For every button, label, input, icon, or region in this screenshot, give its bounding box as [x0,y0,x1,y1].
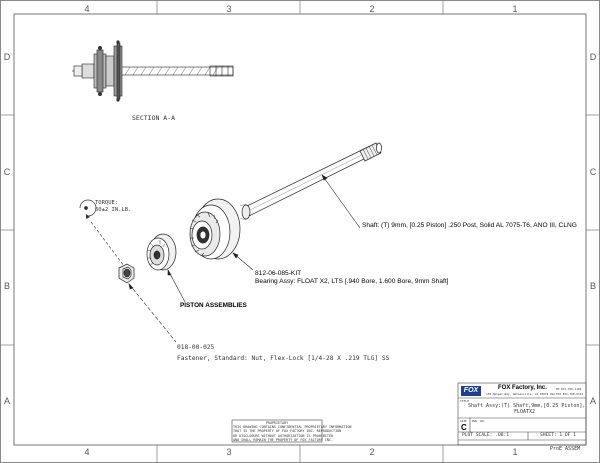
plot-scale: PLOT SCALE: .08:1 [462,433,510,438]
bearing-callout: 812-06-085-KIT Bearing Assy: FLOAT X2, L… [255,270,449,286]
proprietary-line: AND SHALL REMAIN THE PROPERTY OF FOX FAC… [233,437,334,442]
zone-row-label: C [589,167,597,177]
fox-logo: FOX [461,386,481,396]
sheet-number: SHEET: 1 OF 1 [540,433,576,438]
torque-note-title: TORQUE: [95,200,119,206]
proprietary-line: OR DISCLOSURE WITHOUT AUTHORIZATION IS P… [233,433,334,438]
zone-row-label: C [3,167,11,177]
company-fax: FAX 831-768-9312 [556,392,583,396]
zone-row-label: A [3,396,10,406]
fastener-description: Fastener, Standard: Nut, Flex-Lock [1/4-… [177,355,390,362]
drawing-number-label: DWG. NO. [472,419,486,423]
torque-note-value: 60±2 IN.LB. [95,207,132,213]
torque-note: TORQUE: 60±2 IN.LB. [95,200,131,214]
shaft-callout: Shaft: (T) 9mm, [0.25 Piston] .250 Post,… [362,222,577,229]
title-label: TITLE [460,399,470,403]
zone-row-label: B [589,281,596,291]
zone-col-label: 3 [226,447,232,457]
zone-row-label: A [589,396,596,406]
company-name: FOX Factory, Inc. [498,385,547,391]
sheet-size: C [461,423,467,432]
proprietary-notice: PROPRIETARY THIS DRAWING CONTAINS CONFID… [233,421,352,442]
fastener-part-number: 018-00-025 [177,344,215,351]
drawing-title-line: FLOATX2 [514,409,536,415]
bearing-part-number: 812-06-085-KIT [255,270,302,277]
model-type: ProE ASSEM [550,446,581,452]
zone-col-label: 2 [369,4,375,14]
title-block-frame [231,382,587,446]
zone-row-label: D [3,52,11,62]
section-label: SECTION A-A [132,114,176,122]
zone-col-label: 3 [226,4,232,14]
zone-col-label: 1 [512,447,518,457]
proprietary-line: THIS DRAWING CONTAINS CONFIDENTIAL PROPR… [233,425,352,430]
drawing-title-line: Shaft Assy:(T) Shaft,9mm,[0.25 Piston], [468,403,586,409]
company-phone: PH 831-768-1100 [556,387,582,391]
drawing-title: Shaft Assy:(T) Shaft,9mm,[0.25 Piston], … [468,403,585,415]
torque-icon [79,199,97,219]
leader-lines [90,174,361,343]
fastener-callout: 018-00-025 Fastener, Standard: Nut, Flex… [177,342,389,364]
bearing-description: Bearing Assy: FLOAT X2, LTS [.940 Bore, … [255,278,449,285]
zone-row-label: B [3,281,10,291]
proprietary-heading: PROPRIETARY [265,421,289,425]
zone-col-label: 4 [84,447,90,457]
section-a-a-view [72,40,234,102]
zone-col-label: 1 [512,4,518,14]
proprietary-line: THAT IS THE PROPERTY OF FOX FACTORY INC.… [233,429,342,434]
company-address: 130 Hangar Way, Watsonville, CA 95076 US… [486,392,556,396]
piston-assembly-view [146,233,177,271]
size-label: SIZE [460,419,467,423]
nut-view [118,263,135,284]
zone-col-label: 4 [84,4,90,14]
zone-row-label: D [589,52,597,62]
bearing-assembly-view [189,198,241,260]
shaft-view [239,142,382,221]
zone-col-label: 2 [369,447,375,457]
piston-callout: PISTON ASSEMBLIES [180,302,247,309]
